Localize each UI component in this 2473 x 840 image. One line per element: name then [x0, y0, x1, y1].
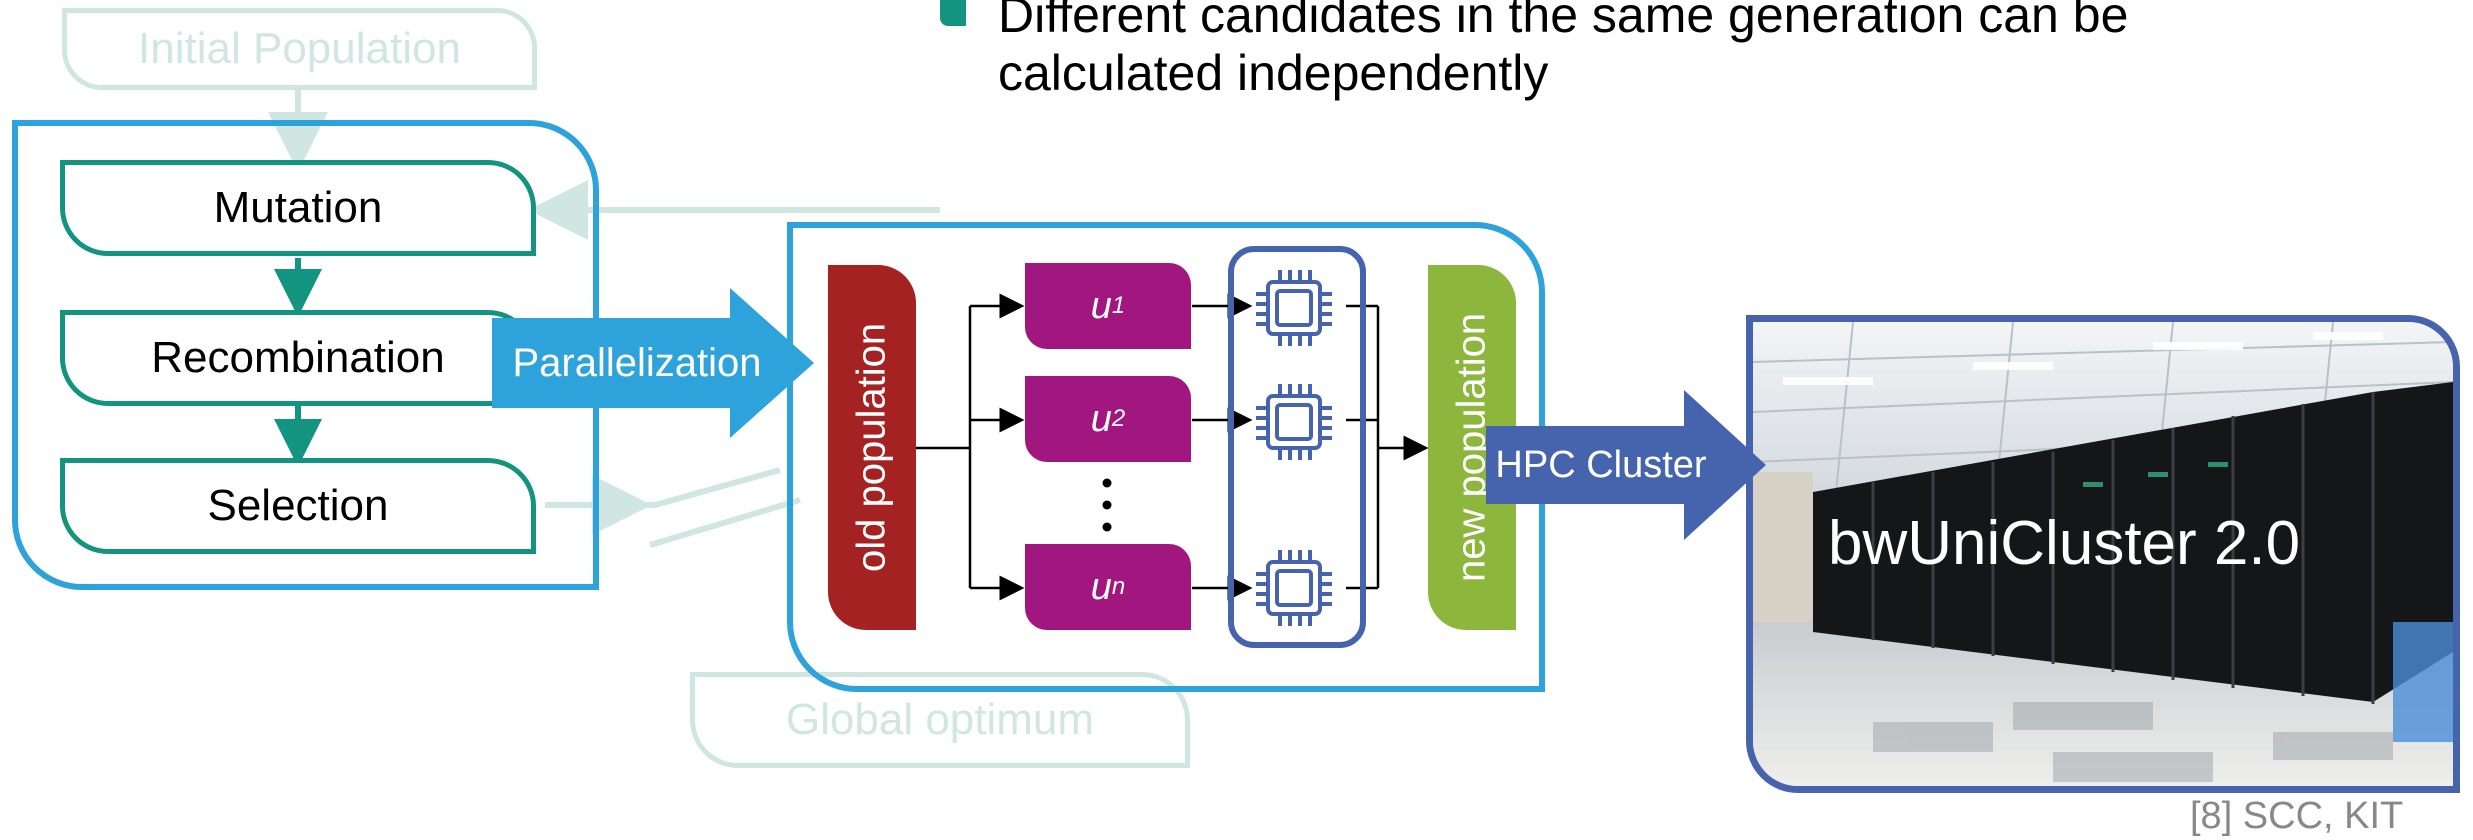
un-box [1025, 544, 1191, 630]
old-population-bar [828, 265, 916, 630]
bullet-line-2: calculated independently [998, 45, 1549, 101]
ellipsis-dots [1102, 478, 1112, 532]
selection-label: Selection [207, 481, 389, 530]
image-credit: [8] SCC, KIT [2190, 795, 2404, 837]
parallelization-arrow [492, 288, 814, 438]
u1-box [1025, 263, 1191, 349]
recombination-label: Recombination [151, 333, 445, 382]
cluster-photo-frame [1746, 315, 2460, 793]
mutation-box [60, 160, 536, 256]
bullet-marker [940, 0, 966, 26]
cpu-icon [1256, 384, 1332, 460]
cluster-title: bwUniCluster 2.0 [1828, 509, 2301, 578]
cpu-group-box [1228, 246, 1366, 648]
initial-population-box [62, 8, 537, 90]
global-optimum-label: Global optimum [785, 695, 1095, 744]
global-optimum-box [690, 672, 1190, 768]
recombination-box [60, 310, 536, 406]
mutation-label: Mutation [213, 183, 383, 232]
bullet-line-1: Different candidates in the same generat… [998, 0, 2129, 43]
hpc-cluster-label: HPC Cluster [1495, 443, 1707, 486]
faded-loop-lines [268, 88, 940, 548]
selection-box [60, 458, 536, 554]
u2-box [1025, 376, 1191, 462]
cpu-icon [1256, 270, 1332, 346]
cpu-icon [1256, 550, 1332, 626]
cluster-photo [1753, 322, 2453, 786]
parallelization-label: Parallelization [512, 340, 762, 385]
hpc-cluster-arrow [1486, 390, 1766, 540]
initial-population-label: Initial Population [138, 24, 461, 73]
